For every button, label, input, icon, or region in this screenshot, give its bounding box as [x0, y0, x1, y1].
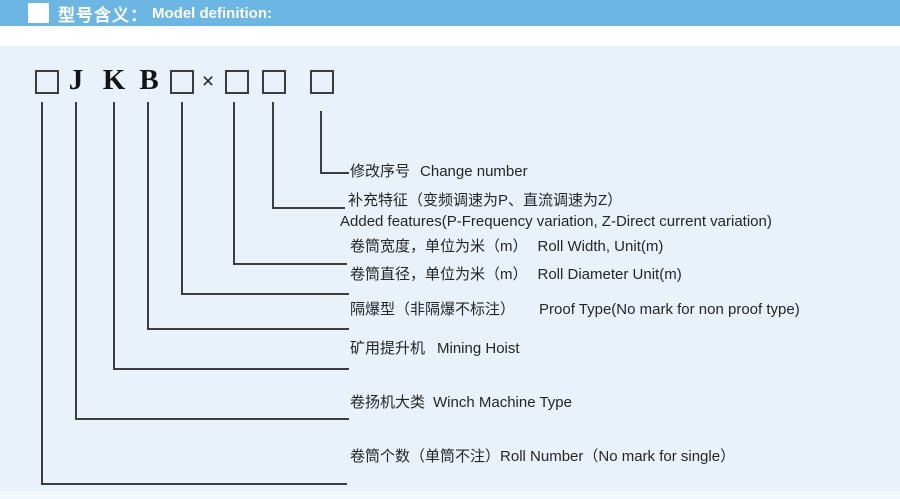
label-roll-diameter-zh: 卷筒直径，单位为米（m） — [350, 266, 528, 283]
connector-mining-hoist — [113, 102, 349, 370]
model-letter-k: K — [102, 64, 126, 96]
label-proof-type: 隔爆型（非隔爆不标注） Proof Type(No mark for non pr… — [350, 300, 800, 320]
multiply-sign: × — [201, 70, 215, 93]
label-winch-machine-type-zh: 卷扬机大类 — [350, 394, 426, 411]
label-proof-type-zh: 隔爆型（非隔爆不标注） — [350, 301, 516, 318]
connector-roll-diameter — [181, 102, 349, 295]
model-letter-b: B — [139, 64, 159, 96]
connector-roll-width — [233, 102, 347, 265]
label-proof-type-en: Proof Type(No mark for non proof type) — [539, 301, 800, 318]
label-mining-hoist-zh: 矿用提升机 — [350, 340, 426, 357]
label-change-number: 修改序号 Change number — [350, 162, 528, 182]
connector-roll-number — [41, 102, 347, 485]
label-roll-number: 卷筒个数（单筒不注）Roll Number（No mark for single… — [350, 447, 735, 467]
connector-added-features — [272, 102, 345, 209]
label-roll-diameter: 卷筒直径，单位为米（m） Roll Diameter Unit(m) — [350, 265, 682, 285]
header-separator-band — [0, 26, 900, 46]
section-title-en: Model definition: — [152, 4, 272, 22]
label-roll-number-en: Roll Number（No mark for single） — [500, 448, 736, 465]
model-box-roll-width — [225, 70, 249, 94]
model-box-roll-diameter — [170, 70, 194, 94]
connector-proof-type — [147, 102, 349, 330]
model-box-roll-number — [35, 70, 59, 94]
section-header-bar: 型号含义： Model definition: — [0, 0, 900, 26]
label-change-number-en: Change number — [420, 163, 528, 180]
label-roll-width-zh: 卷筒宽度，单位为米（m） — [350, 238, 528, 255]
label-roll-width-en: Roll Width, Unit(m) — [537, 238, 664, 255]
label-added-features-en: Added features(P-Frequency variation, Z-… — [340, 213, 772, 230]
label-mining-hoist-en: Mining Hoist — [437, 340, 520, 357]
model-letter-j: J — [68, 64, 84, 96]
label-added-features-zh: 补充特征（变频调速为P、直流调速为Z） — [348, 192, 623, 209]
label-mining-hoist: 矿用提升机 Mining Hoist — [350, 339, 520, 359]
bottom-edge-strip — [0, 491, 900, 499]
section-marker-icon — [28, 3, 49, 23]
label-winch-machine-type: 卷扬机大类 Winch Machine Type — [350, 393, 572, 413]
label-winch-machine-type-en: Winch Machine Type — [433, 394, 572, 411]
label-added-features: 补充特征（变频调速为P、直流调速为Z） Added features(P-Freq… — [340, 190, 772, 232]
section-title-zh: 型号含义： — [58, 5, 148, 25]
label-roll-diameter-en: Roll Diameter Unit(m) — [537, 266, 682, 283]
model-box-added-features — [262, 70, 286, 94]
label-change-number-zh: 修改序号 — [350, 163, 411, 180]
connector-winch-type — [75, 102, 349, 420]
label-roll-width: 卷筒宽度，单位为米（m） Roll Width, Unit(m) — [350, 237, 663, 257]
label-roll-number-zh: 卷筒个数（单筒不注） — [350, 448, 501, 465]
connector-change-number — [320, 111, 349, 174]
model-box-change-number — [310, 70, 334, 94]
